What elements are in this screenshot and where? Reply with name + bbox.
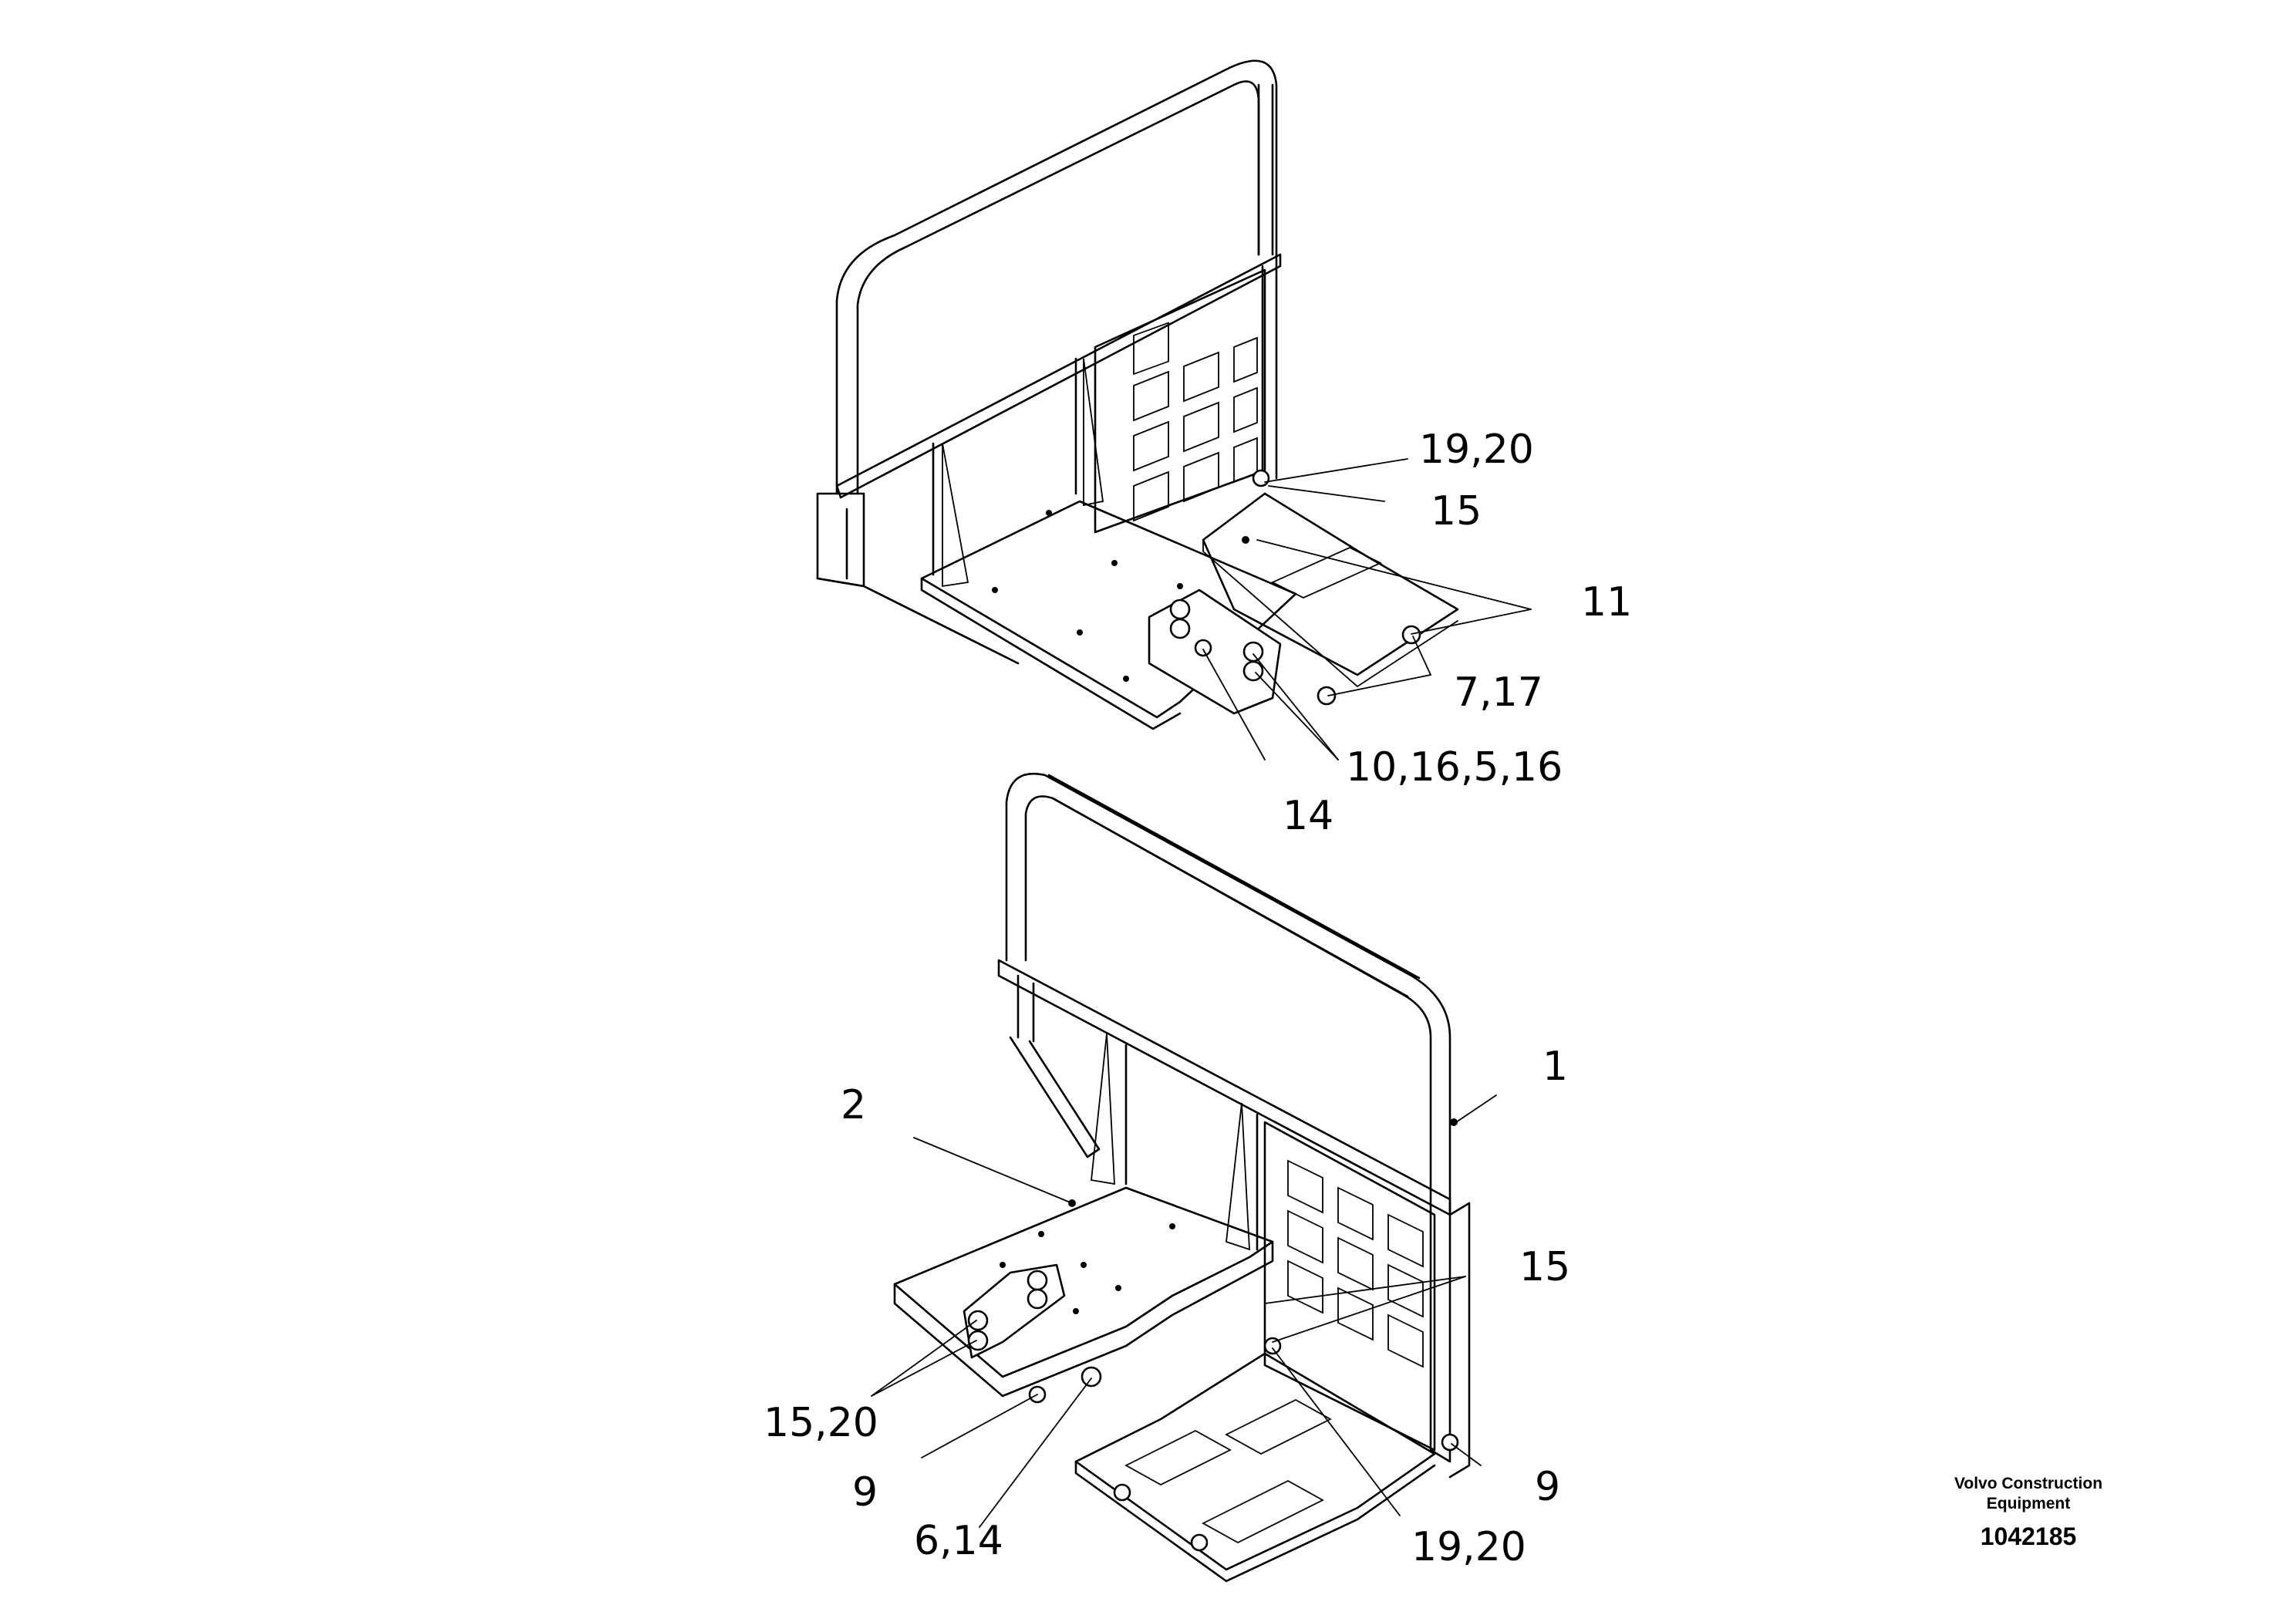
callout-2: 2 — [841, 1082, 866, 1128]
callout-11: 11 — [1581, 579, 1632, 626]
callout-7-17: 7,17 — [1454, 669, 1543, 716]
callout-15-20: 15,20 — [764, 1400, 878, 1446]
brand-line-2: Equipment — [1987, 1495, 2071, 1512]
callout-19-20-upper: 19,20 — [1419, 427, 1534, 473]
callout-15-upper: 15 — [1431, 488, 1482, 534]
lower-callouts: 1 2 15 15,20 9 6,14 19,20 9 — [764, 1044, 1570, 1570]
callout-10-16-5-16: 10,16,5,16 — [1346, 744, 1563, 791]
lower-platform-assembly — [893, 772, 1471, 1583]
upper-handrail — [835, 59, 1278, 495]
upper-leader-lines — [1202, 458, 1532, 760]
upper-platform-assembly — [816, 59, 1459, 730]
footer: Volvo Construction Equipment 1042185 — [1954, 1475, 2102, 1550]
lower-handrail — [1005, 772, 1451, 1205]
callout-1: 1 — [1542, 1044, 1568, 1090]
callout-9-right: 9 — [1535, 1464, 1560, 1510]
reference-number: 1042185 — [1981, 1523, 2077, 1550]
lower-floor-plate — [893, 1186, 1274, 1378]
callout-9-left: 9 — [852, 1469, 878, 1516]
upper-grid-panel — [1094, 268, 1266, 534]
upper-step-plate — [1202, 492, 1459, 676]
upper-callouts: 19,20 15 11 7,17 10,16,5,16 14 — [1283, 427, 1632, 839]
callout-15-lower: 15 — [1519, 1244, 1570, 1290]
callout-14-upper: 14 — [1283, 793, 1333, 839]
callout-6-14: 6,14 — [914, 1518, 1003, 1564]
brand-line-1: Volvo Construction — [1954, 1475, 2102, 1492]
lower-leader-lines — [871, 1094, 1497, 1528]
callout-19-20-lower: 19,20 — [1411, 1524, 1526, 1570]
lower-step-plate — [1074, 1352, 1436, 1571]
lower-grid-panel — [1263, 1121, 1436, 1452]
